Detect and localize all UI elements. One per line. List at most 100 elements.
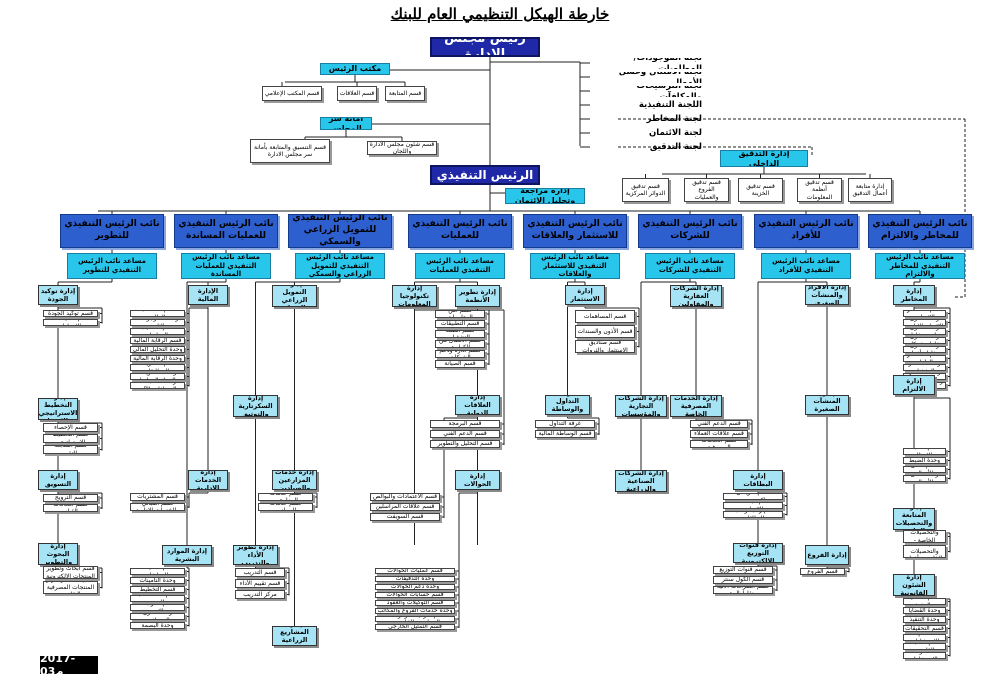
division-box[interactable]: إدارة الحوالات bbox=[455, 470, 500, 490]
division-box[interactable]: إدارة البحوث والتطوير bbox=[38, 543, 78, 565]
division-box[interactable]: إدارة خدمات المزارعين والصيادين bbox=[272, 470, 317, 490]
section-unit[interactable]: قسم البرمجة bbox=[430, 420, 500, 428]
section-unit[interactable]: قسم التمثيل الخارجي bbox=[375, 624, 455, 630]
division-box[interactable]: إدارة الخدمات المصرفية الخاصة bbox=[670, 395, 722, 417]
section-unit[interactable]: قسم الصيانة bbox=[435, 360, 485, 368]
section-unit[interactable]: قسم التوكيلات والعقود bbox=[375, 600, 455, 606]
section-unit[interactable]: وحدة مخاطر التشغيل bbox=[903, 364, 946, 371]
board-chairman-box[interactable]: رئيس مجلس الإدارة bbox=[430, 37, 540, 57]
division-box[interactable]: إدارة التخطيط الاستراتيجي والإحصاء bbox=[38, 398, 78, 420]
section-unit[interactable]: قسم غسل الأموال bbox=[903, 466, 946, 473]
division-box[interactable]: إدارة توكيد الجودة bbox=[38, 285, 78, 305]
section-unit[interactable]: قسم أنظمة التشغيل bbox=[435, 330, 485, 338]
section-unit[interactable]: وحدة شئون متابعة مخاطر bbox=[903, 328, 946, 335]
section-unit[interactable]: قسم تقييم الأداء bbox=[235, 579, 285, 588]
division-box[interactable]: إدارة الاستثمار bbox=[565, 285, 605, 305]
section-unit[interactable]: قسم رقابة ومتابعة البطاقات bbox=[723, 511, 783, 518]
section-unit[interactable]: قسم الاستقطاب والتعيين bbox=[130, 595, 185, 602]
section-unit[interactable]: قسم التوكيلات والوكالات المحليين والخارج… bbox=[375, 616, 455, 622]
section-unit[interactable]: قسم أبحاث وتطوير المنتجات الالكترونية bbox=[43, 566, 98, 579]
section-unit[interactable]: قسم المتابعة والتحصيلات الخاصة - شركات bbox=[903, 530, 946, 543]
section-unit[interactable]: قسم المتابعة والتحصيلات الخاصة - أفراد bbox=[903, 545, 946, 558]
section-unit[interactable]: قسم الوساطة المالية bbox=[535, 430, 595, 438]
section-unit[interactable]: قسم الكول سنتر bbox=[713, 576, 773, 584]
division-box[interactable]: إدارة المخاطر bbox=[893, 285, 935, 305]
section-unit[interactable]: قسم علاقات المراسلين bbox=[370, 503, 440, 511]
section-unit[interactable]: قسم توثيق العقود والاستشارات القانونية bbox=[903, 652, 946, 659]
section-unit[interactable]: قسم قنوات التوزيع bbox=[713, 566, 773, 574]
section-unit[interactable]: قسم التحليل والتطوير bbox=[430, 440, 500, 448]
assistant-deputy-box[interactable]: مساعد نائب الرئيس التنفيذي للعمليات bbox=[415, 253, 505, 279]
section-unit[interactable]: قسم التسويات والمطابقات bbox=[130, 364, 185, 371]
assistant-deputy-box[interactable]: مساعد نائب الرئيس التنفيذي للاستثمار وال… bbox=[530, 253, 620, 279]
section-unit[interactable]: قسم البطاقات الائتمانية bbox=[723, 502, 783, 509]
section-unit[interactable]: قسم التخطيط bbox=[130, 586, 185, 593]
section-unit[interactable]: وحدة التنفيذ bbox=[903, 616, 946, 623]
section-unit[interactable]: قسم توكيد الجودة bbox=[43, 310, 98, 317]
section-unit[interactable]: وحدة التسويات والبنوك المراسلة bbox=[130, 373, 185, 380]
section-unit[interactable]: غرفة التداول bbox=[535, 420, 595, 428]
section-unit[interactable]: قسم التخطيط الاستراتيجي bbox=[43, 434, 98, 443]
audit-unit[interactable]: قسم تدقيق الدوائر المركزية bbox=[622, 178, 669, 202]
chairman-office-box[interactable]: مكتب الرئيس bbox=[320, 63, 390, 75]
section-unit[interactable]: قسم المخاطر العاملة bbox=[903, 355, 946, 362]
deputy-box[interactable]: نائب الرئيس التنفيذي للعمليات المساندة bbox=[174, 214, 278, 248]
division-box[interactable]: إدارة العلاقات الدولية bbox=[455, 395, 500, 415]
section-unit[interactable]: قسم الاتصال من الكوارث bbox=[435, 340, 485, 348]
section-unit[interactable]: قسم المرتبات والاجور bbox=[130, 604, 185, 611]
section-unit[interactable]: قسم الإحصاء bbox=[43, 423, 98, 432]
assistant-deputy-box[interactable]: مساعد نائب الرئيس التنفيذي للتطوير bbox=[67, 253, 157, 279]
section-unit[interactable]: وحدة شئون مخاطر شركات bbox=[903, 337, 946, 344]
section-unit[interactable]: قسم ادارة ودعم الشبكات bbox=[435, 350, 485, 358]
board-secretariat-box[interactable]: امانة سر المجلس bbox=[320, 117, 372, 130]
division-box[interactable]: إدارة قنوات التوزيع الالكترونية bbox=[733, 543, 783, 563]
division-box[interactable]: إدارة الشركات العقارية والمقاولين bbox=[670, 285, 722, 307]
division-box[interactable]: إدارة المتابعة والتحصيلات الخاصة bbox=[893, 508, 935, 530]
division-box[interactable]: إدارة الموارد البشرية bbox=[162, 545, 212, 565]
section-unit[interactable]: قسم العلاقات والقياس bbox=[43, 504, 98, 512]
section-unit[interactable]: قسم عمليات الحوالات bbox=[375, 568, 455, 574]
section-unit[interactable]: وحدة التأمينات bbox=[130, 577, 185, 584]
secretariat-unit[interactable]: قسم التنسيق والمتابعة بأمانة سر مجلس الا… bbox=[250, 139, 330, 163]
chairman-office-unit[interactable]: قسم المكتب الإعلامي bbox=[262, 86, 322, 101]
section-unit[interactable]: وحدة البصمة bbox=[130, 622, 185, 629]
section-unit[interactable]: قسم التطبيقات bbox=[435, 320, 485, 328]
section-unit[interactable]: قسم السويفت bbox=[370, 513, 440, 521]
section-unit[interactable]: وحدة غسل الأموال bbox=[903, 475, 946, 482]
deputy-box[interactable]: نائب الرئيس التنفيذي للأفراد bbox=[754, 214, 858, 248]
section-unit[interactable]: قسم الرقابة المالية bbox=[130, 337, 185, 344]
section-unit[interactable]: قسم الخدمات المصرفية bbox=[690, 440, 748, 448]
section-unit[interactable]: وحدة مطابقات الصرافات الآلية bbox=[130, 382, 185, 389]
section-unit[interactable]: قسم خدمات المزارعين bbox=[258, 493, 313, 501]
committee-label[interactable]: لجنة الترشيحات والمكافآت bbox=[637, 86, 702, 97]
section-unit[interactable]: قسم المباني والخدمات الإدارية bbox=[130, 503, 185, 511]
division-box[interactable]: إدارة السكرتارية والتوثيق bbox=[233, 395, 278, 417]
committee-label[interactable]: لجنة الموجودات/ المطلوبات bbox=[634, 58, 702, 69]
division-box[interactable]: إدارة المشاريع الزراعية والسمكية bbox=[272, 626, 317, 646]
section-unit[interactable]: قسم المتابعة والتقييم bbox=[43, 445, 98, 454]
ceo-box[interactable]: الرئيس التنفيذي bbox=[430, 165, 540, 185]
deputy-box[interactable]: نائب الرئيس التنفيذي للتطوير bbox=[60, 214, 164, 248]
division-box[interactable]: إدارة تطوير الأداء والتدريب bbox=[233, 545, 278, 565]
internal-audit-box[interactable]: إدارة التدقيق الداخلي bbox=[720, 150, 808, 167]
assistant-deputy-box[interactable]: مساعد نائب الرئيس التنفيذي للمخاطر والال… bbox=[875, 253, 965, 279]
deputy-box[interactable]: نائب الرئيس التنفيذي للعمليات bbox=[408, 214, 512, 248]
section-unit[interactable]: قسم الترويج bbox=[43, 494, 98, 502]
section-unit[interactable]: قسم التحقيقات bbox=[903, 625, 946, 632]
audit-unit[interactable]: إدارة متابعة أعمال التدقيق bbox=[848, 178, 892, 202]
section-unit[interactable]: وحدة القضايا bbox=[903, 607, 946, 614]
deputy-box[interactable]: نائب الرئيس التنفيذي للشركات bbox=[638, 214, 742, 248]
division-box[interactable]: إدارة تكنولوجيا المعلومات bbox=[392, 285, 437, 307]
section-unit[interactable]: قسم امريكان اكسبريس bbox=[723, 493, 783, 500]
chairman-office-unit[interactable]: قسم العلاقات bbox=[337, 86, 377, 101]
division-box[interactable]: إدارة الشئون القانونية bbox=[893, 574, 935, 596]
division-box[interactable]: إدارة الأفراد والمنشآت الصغرى bbox=[805, 285, 849, 305]
audit-unit[interactable]: قسم تدقيق الخزينة bbox=[738, 178, 783, 202]
section-unit[interactable]: وحدة التدقيقات bbox=[375, 576, 455, 582]
division-box[interactable]: إدارة البطاقات bbox=[733, 470, 783, 490]
section-unit[interactable]: وحدة الرقابة المالية bbox=[130, 355, 185, 362]
section-unit[interactable]: قسم علاقات العملاء bbox=[690, 430, 748, 438]
division-box[interactable]: إدارة الفروع bbox=[805, 545, 849, 565]
section-unit[interactable]: قسم الفروع bbox=[800, 568, 845, 575]
division-box[interactable]: إدارة الخدمات الإدارية bbox=[188, 470, 228, 490]
